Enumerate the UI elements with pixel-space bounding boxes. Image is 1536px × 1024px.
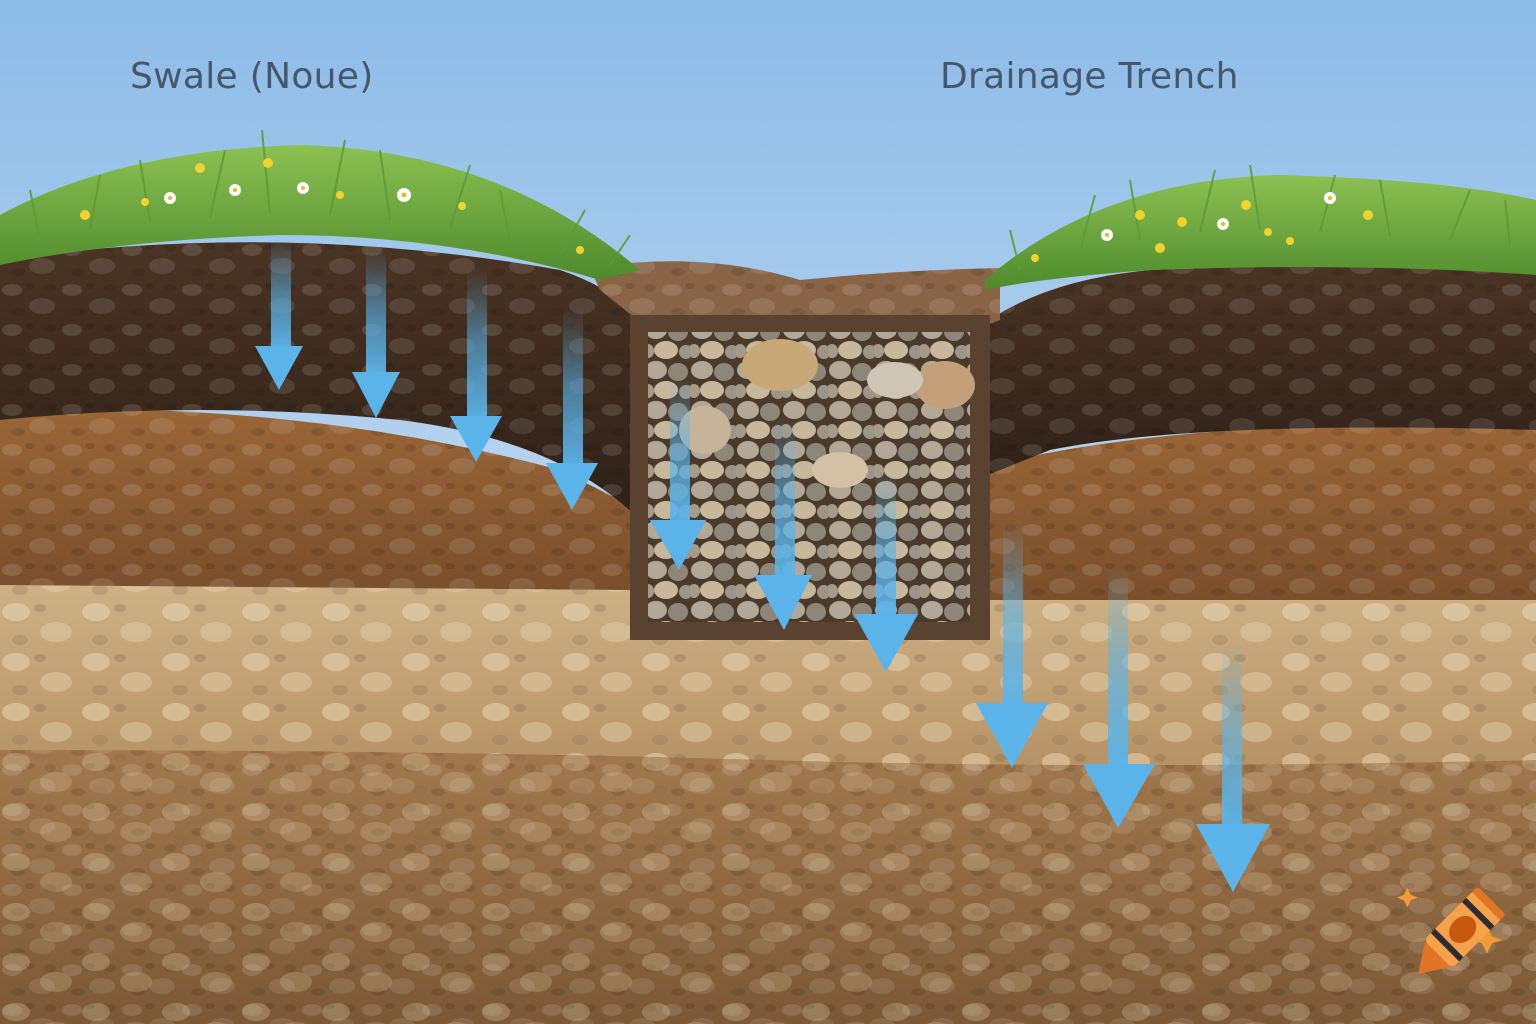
arrow-down-icon: [854, 470, 918, 672]
infiltration-arrows: [255, 238, 1270, 892]
arrow-down-icon: [976, 520, 1048, 768]
wildflowers-left: [80, 158, 584, 254]
arrow-down-icon: [352, 248, 400, 418]
stone: [742, 339, 818, 391]
arrow-down-icon: [650, 380, 706, 570]
arrow-down-icon: [1196, 640, 1270, 892]
swale-label: Swale (Noue): [130, 56, 374, 97]
wildflowers-right: [1031, 192, 1373, 262]
arrow-down-icon: [1083, 565, 1155, 828]
crayon-icon: [1396, 887, 1505, 975]
arrow-down-icon: [754, 420, 812, 630]
drainage-trench-label: Drainage Trench: [940, 56, 1239, 97]
grass-mound-left: [0, 145, 640, 280]
arrow-down-icon: [255, 238, 303, 390]
arrow-down-icon: [450, 268, 502, 462]
grass-mound-right: [985, 175, 1536, 290]
arrow-down-icon: [546, 308, 598, 510]
